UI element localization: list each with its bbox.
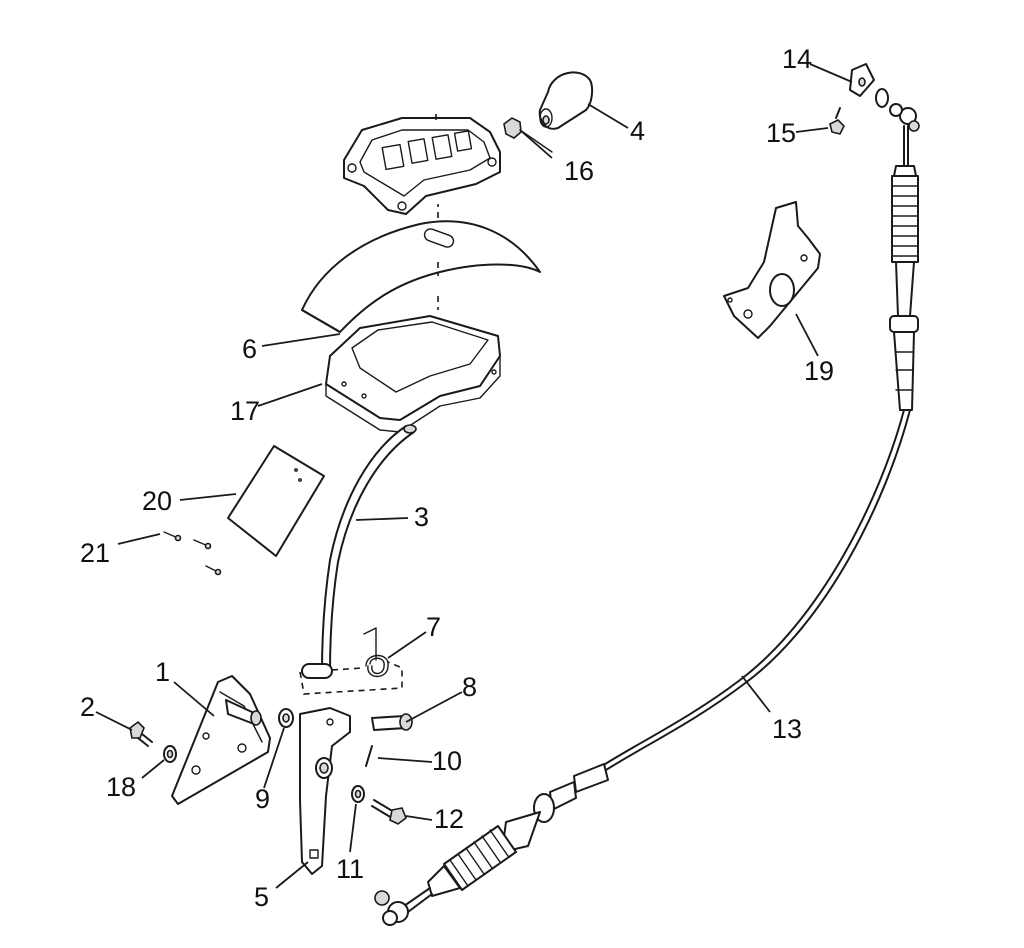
callout-13: 13 — [772, 714, 802, 744]
spring-part — [299, 627, 403, 695]
clip-bolt-part — [829, 107, 845, 135]
callout-18: 18 — [106, 772, 136, 802]
callout-16: 16 — [564, 156, 594, 186]
leader-lines — [95, 63, 853, 889]
shift-lever-part — [301, 424, 417, 679]
callout-labels: 1 2 3 4 5 6 7 8 9 10 11 12 13 14 15 16 1… — [80, 44, 834, 912]
bolt-part-2 — [129, 720, 153, 747]
callout-1: 1 — [155, 657, 170, 687]
callout-14: 14 — [782, 44, 812, 74]
callout-21: 21 — [80, 538, 110, 568]
bolt-part-12 — [371, 799, 407, 825]
pivot-plate-part — [299, 707, 351, 875]
rivet-parts — [163, 531, 222, 576]
callout-19: 19 — [804, 356, 834, 386]
washer-part-9 — [278, 708, 294, 728]
label-card-part — [227, 445, 325, 557]
callout-7: 7 — [426, 612, 441, 642]
callout-17: 17 — [230, 396, 260, 426]
callout-3: 3 — [414, 502, 429, 532]
shift-boot-part — [301, 204, 541, 333]
callout-10: 10 — [432, 746, 462, 776]
callout-4: 4 — [630, 116, 645, 146]
console-base-part — [325, 315, 501, 433]
cable-bracket-part — [723, 201, 821, 339]
callout-5: 5 — [254, 882, 269, 912]
shift-knob-part — [538, 71, 594, 130]
callout-20: 20 — [142, 486, 172, 516]
callout-11: 11 — [336, 854, 364, 884]
shift-gate-bezel-part — [343, 110, 501, 215]
callout-6: 6 — [242, 334, 257, 364]
callout-2: 2 — [80, 692, 95, 722]
cable-clip-part — [849, 63, 889, 108]
washer-part-11 — [351, 785, 365, 803]
shift-cable-part — [374, 103, 920, 926]
washer-part-18 — [163, 745, 177, 763]
pin-part — [365, 745, 373, 767]
callout-9: 9 — [255, 784, 270, 814]
mounting-bracket-part — [171, 675, 271, 805]
callout-8: 8 — [462, 672, 477, 702]
callout-15: 15 — [766, 118, 796, 148]
callout-12: 12 — [434, 804, 464, 834]
